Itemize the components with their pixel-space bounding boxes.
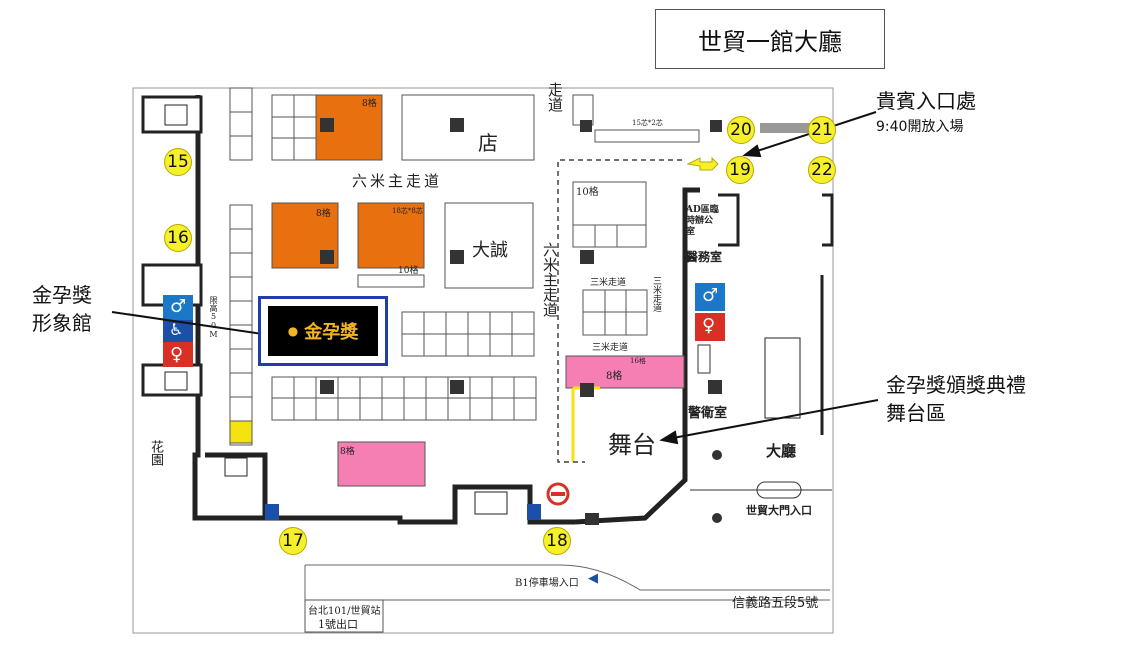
aisle-horizontal-label: 六米主走道 [352,172,443,190]
left-stair-blocks [141,95,203,397]
aisle-vertical-label: 六米主走道 [541,242,559,317]
booth-grid-center [271,311,537,421]
ceremony-callout-line1: 金孕獎頒獎典禮 [886,373,1026,397]
flame-icon: ● [287,324,299,338]
booth-8a-label: 8格 [362,99,377,109]
booth-10b-label: 10格 [576,187,599,198]
aisle-partial-label: 走道 [546,82,564,112]
map-title: 世貿一館大廳 [655,9,885,69]
entrance-21: 21 [808,116,836,144]
parking-arrow-icon: ◀ [588,571,598,586]
map-title-text: 世貿一館大廳 [698,27,842,56]
booth-8b-label: 8格 [316,209,331,219]
left-booth-column [229,87,253,446]
height-limit-label: 限高50M [209,296,218,339]
dacheng-label: 大誠 [472,240,508,261]
vip-entrance-title: 貴賓入口處 [876,89,976,113]
garden-label: 花園 [148,440,163,466]
male-restroom-icon: ♂ [170,296,187,317]
parking-label: B1停車場入口 [515,578,579,589]
lobby-dots [712,450,722,523]
road-label: 信義路五段5號 [732,596,819,611]
wheelchair-icon: ♿ [169,320,184,339]
female-restroom-icon: ♀ [170,344,184,365]
jinyunjiang-label: 金孕獎 [304,322,359,343]
jinyunjiang-booth: ● 金孕獎 [268,306,378,356]
accessible-restroom [163,320,193,342]
restroom-female-left [163,342,193,367]
booth-8pink2-label: 8格 [606,371,623,382]
booth-grid-right [572,94,700,336]
mrt-exit-line2: 1號出口 [318,618,358,631]
exhibit-callout-line1: 金孕獎 [32,283,92,307]
booth-16-label: 16格 [630,357,646,365]
entrance-17: 17 [279,527,307,555]
pillars [265,118,722,525]
entrance-16: 16 [164,224,192,252]
dashed-path [557,159,682,463]
mrt-exit-line1: 台北101/世貿站 [308,606,381,617]
shop-label: 店 [478,131,498,155]
guard-label: 警衛室 [688,406,728,421]
restroom-male-right [695,283,725,311]
male-restroom-icon-right: ♂ [702,285,719,306]
medical-label: 醫務室 [686,250,723,264]
entrance-22: 22 [808,156,836,184]
entrance-20: 20 [727,116,755,144]
entrance-19: 19 [726,156,754,184]
restroom-male-left [163,295,193,320]
booth-8pink-label: 8格 [340,447,355,457]
exhibit-callout-line2: 形象館 [32,311,92,335]
female-restroom-icon-right: ♀ [702,315,716,336]
ceremony-callout-line2: 舞台區 [886,401,946,425]
main-gate-label: 世貿大門入口 [746,504,812,517]
booth-18-label: 18芯*8芯 [392,207,423,215]
entrance-18: 18 [543,527,571,555]
aisle-three-label-b: 三米走道 [592,343,629,353]
aisle-three-label-c: 三米走道 [651,276,661,312]
lobby-label: 大廳 [766,442,797,460]
ad-office-label: AD區臨時辦公室 [686,205,719,237]
booth-15-label: 15芯*2芯 [632,119,663,127]
booth-10a-label: 10格 [398,266,419,276]
restroom-female-right [695,313,725,341]
road [304,564,830,601]
aisle-three-label-a: 三米走道 [590,278,627,288]
stage-label: 舞台 [608,431,656,459]
vip-entrance-time: 9:40開放入場 [876,119,964,135]
right-walls [718,193,834,435]
entrance-15: 15 [164,148,192,176]
